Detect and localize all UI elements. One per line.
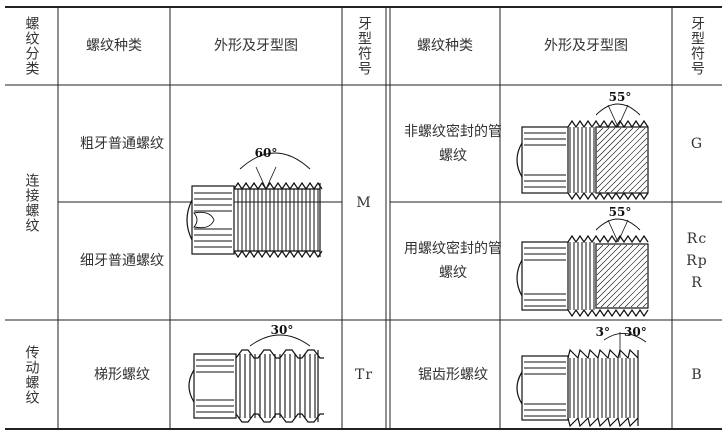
symbol-pipe-g: G — [690, 135, 704, 152]
type-fine-metric: 细牙普通螺纹 — [80, 253, 164, 269]
symbol-pipe-sealed: Rc Rp R — [672, 202, 722, 320]
section-hatch — [600, 260, 648, 308]
section-hatch — [596, 244, 646, 294]
section-hatch — [596, 127, 616, 147]
section-hatch — [596, 127, 610, 141]
symbol-trapezoidal: Tr — [354, 366, 374, 383]
section-hatch — [630, 290, 648, 308]
section-hatch — [606, 266, 648, 308]
symbol-buttress: B — [691, 366, 703, 383]
buttress-angle-a-label: 3° — [596, 325, 610, 339]
pipe-unsealed-thread-drawing: 55° — [516, 90, 649, 201]
type-pipe-unsealed: 非螺纹密封的管螺纹 — [404, 123, 502, 164]
pipe-unsealed-angle-label: 55° — [609, 90, 632, 104]
section-hatch — [596, 244, 610, 258]
section-hatch — [598, 143, 648, 193]
pipe-sealed-thread-drawing: 55° — [516, 205, 649, 318]
section-hatch — [596, 137, 648, 189]
section-hatch — [596, 244, 640, 288]
symbol-metric: M — [356, 194, 372, 211]
section-hatch — [596, 244, 616, 264]
header-classification: 螺纹分类 — [23, 16, 40, 76]
metric-thread-drawing: 60° — [186, 146, 323, 259]
header-type-left: 螺纹种类 — [86, 38, 142, 54]
section-hatch — [634, 179, 648, 193]
pipe-sealed-angle-label: 55° — [609, 205, 632, 219]
symbol-r: R — [691, 275, 703, 291]
trapezoidal-angle-label: 30° — [271, 323, 294, 337]
symbol-rc: Rc — [686, 231, 708, 247]
section-hatch — [618, 278, 648, 308]
section-hatch — [640, 185, 648, 193]
section-hatch — [636, 296, 648, 308]
section-hatch — [596, 131, 648, 183]
section-hatch — [596, 244, 634, 282]
type-buttress: 锯齿形螺纹 — [418, 366, 488, 383]
header-symbol-right: 牙型符号 — [689, 16, 705, 76]
section-hatch — [596, 244, 622, 270]
type-trapezoidal: 梯形螺纹 — [94, 366, 150, 383]
header-symbol-left: 牙型符号 — [356, 16, 372, 76]
section-hatch — [596, 127, 634, 165]
header-profile-right: 外形及牙型图 — [544, 38, 628, 54]
section-hatch — [622, 167, 648, 193]
group-transmission-thread: 传动螺纹 — [23, 344, 40, 405]
buttress-thread-drawing: 3° 30° — [516, 325, 647, 428]
section-hatch — [628, 173, 648, 193]
symbol-rp: Rp — [686, 253, 708, 269]
section-hatch — [612, 272, 648, 308]
section-hatch — [596, 127, 646, 177]
header-profile-left: 外形及牙型图 — [214, 38, 298, 54]
section-hatch — [610, 155, 648, 193]
section-hatch — [596, 127, 640, 171]
section-hatch — [616, 161, 648, 193]
type-coarse-metric: 粗牙普通螺纹 — [80, 135, 164, 152]
section-hatch — [596, 127, 604, 135]
section-hatch — [624, 284, 648, 308]
buttress-angle-b-label: 30° — [624, 325, 647, 339]
metric-angle-label: 60° — [255, 146, 278, 160]
section-hatch — [596, 244, 604, 252]
section-hatch — [596, 244, 628, 276]
section-hatch — [604, 149, 648, 193]
section-hatch — [596, 127, 628, 159]
header-type-right: 螺纹种类 — [417, 38, 473, 54]
section-hatch — [642, 302, 648, 308]
section-hatch — [596, 254, 648, 306]
section-hatch — [596, 248, 648, 300]
trapezoidal-thread-drawing: 30° — [188, 323, 324, 423]
section-hatch — [596, 127, 622, 153]
type-pipe-sealed: 用螺纹密封的管螺纹 — [404, 241, 502, 281]
group-connection-thread: 连接螺纹 — [23, 172, 40, 233]
